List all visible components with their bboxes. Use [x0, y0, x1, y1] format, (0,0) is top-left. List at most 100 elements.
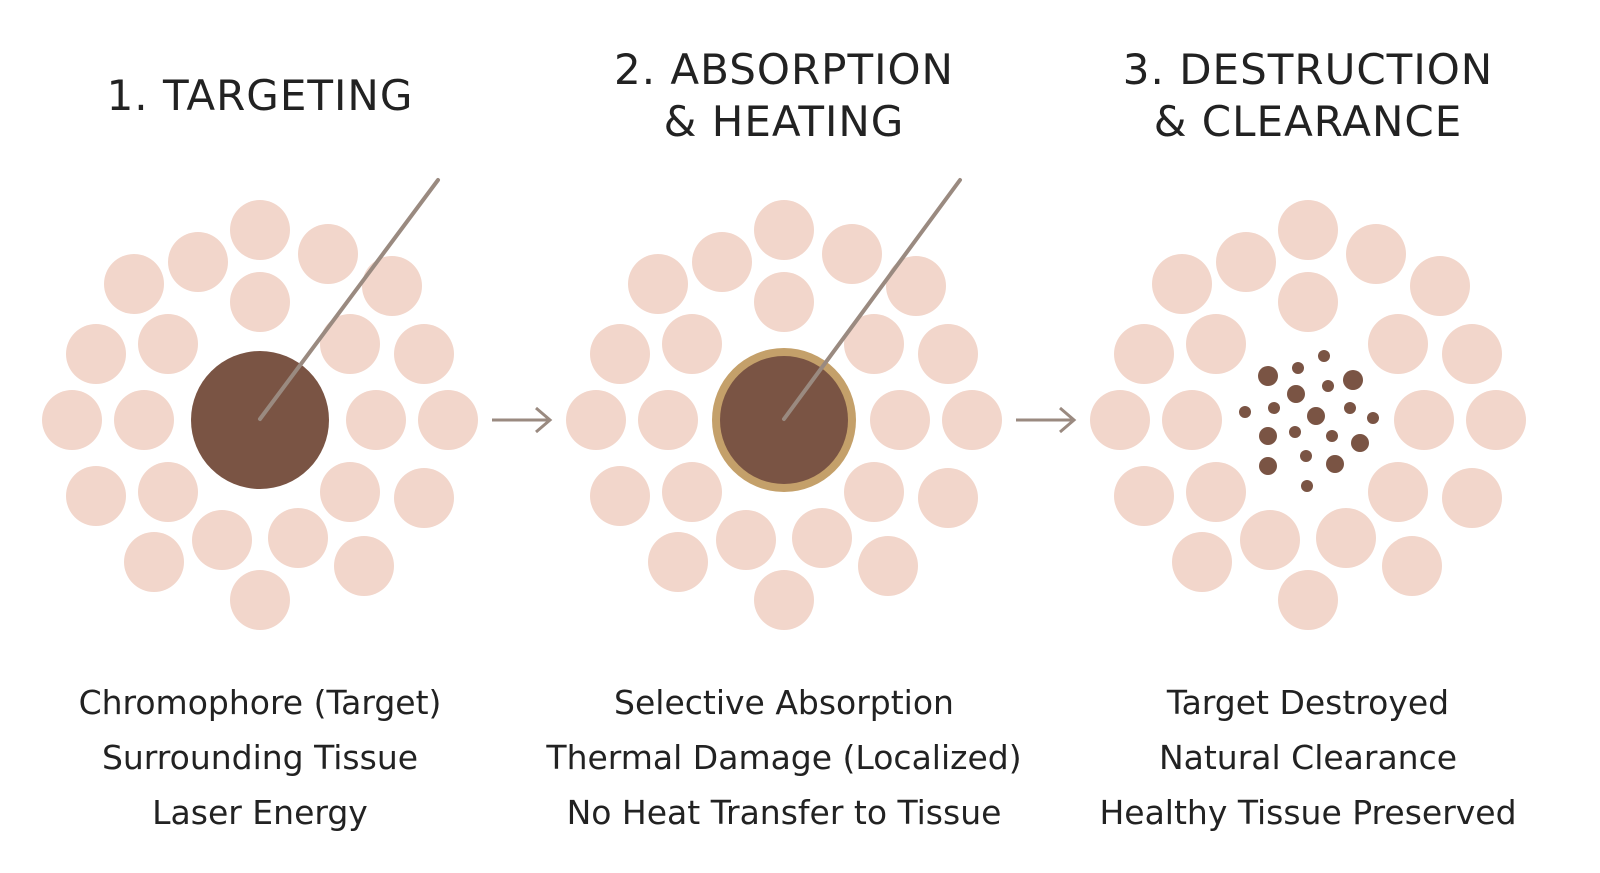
step-1-diagram — [42, 178, 478, 630]
step-1-tissue-cell — [362, 256, 422, 316]
step-3-title-line-1: 3. DESTRUCTION — [1122, 45, 1494, 94]
step-2-tissue-cell — [648, 532, 708, 592]
step-2-laser-beam — [782, 178, 962, 421]
step-2-tissue-cell — [918, 468, 978, 528]
arrow-1-icon — [492, 406, 553, 434]
step-3-target-fragment — [1344, 402, 1356, 414]
step-1-tissue-cell — [394, 468, 454, 528]
step-2-tissue-cell — [638, 390, 698, 450]
step-2-tissue-cell — [662, 462, 722, 522]
step-3-diagram — [1090, 200, 1526, 630]
step-2-title: 2. ABSORPTION & HEATING — [524, 44, 1044, 148]
step-3-target-fragment — [1351, 434, 1369, 452]
step-1-tissue-cell — [418, 390, 478, 450]
step-1-tissue-cell — [192, 510, 252, 570]
step-2-tissue-cell — [886, 256, 946, 316]
step-3-target-fragment — [1318, 350, 1330, 362]
step-2-tissue-cell — [858, 536, 918, 596]
step-2-tissue-cell — [792, 508, 852, 568]
step-3-target-fragment — [1300, 450, 1312, 462]
step-3-caption-line-2: Natural Clearance — [1158, 738, 1458, 777]
step-1-tissue-cell — [268, 508, 328, 568]
step-3-target-fragment — [1307, 407, 1325, 425]
step-1-caption-line-2: Surrounding Tissue — [101, 738, 419, 777]
step-3-tissue-cell — [1114, 466, 1174, 526]
step-2-title-line-2: & HEATING — [663, 97, 905, 146]
step-3-tissue-cell — [1114, 324, 1174, 384]
step-3-tissue-cell — [1442, 468, 1502, 528]
step-1-tissue-cell — [138, 314, 198, 374]
step-3-tissue-cell — [1368, 462, 1428, 522]
step-3-target-fragment — [1258, 366, 1278, 386]
step-2-diagram — [566, 178, 1002, 630]
step-2-tissue-cell — [754, 200, 814, 260]
step-1-tissue-cell — [168, 232, 228, 292]
step-2-tissue-cell — [628, 254, 688, 314]
step-1-tissue-cell — [230, 570, 290, 630]
step-1-tissue-cell — [320, 462, 380, 522]
step-2-tissue-cell — [918, 324, 978, 384]
step-3-tissue-cell — [1186, 314, 1246, 374]
step-3-target-fragment — [1259, 427, 1277, 445]
step-1-tissue-cell — [230, 272, 290, 332]
step-2-caption: Selective Absorption Thermal Damage (Loc… — [524, 675, 1044, 840]
step-2-tissue-cell — [662, 314, 722, 374]
step-1-tissue-cell — [298, 224, 358, 284]
step-2-tissue-cell — [566, 390, 626, 450]
step-3-target-fragment — [1367, 412, 1379, 424]
step-3-tissue-cell — [1216, 232, 1276, 292]
step-1-tissue-cell — [124, 532, 184, 592]
step-1-tissue-cell — [320, 314, 380, 374]
step-3-target-fragment — [1287, 385, 1305, 403]
step-2-tissue-cell — [822, 224, 882, 284]
step-3-tissue-cell — [1316, 508, 1376, 568]
step-1-title: 1. TARGETING — [0, 70, 520, 122]
step-3-tissue-cell — [1152, 254, 1212, 314]
step-3-tissue-cell — [1410, 256, 1470, 316]
step-1-tissue-cell — [66, 466, 126, 526]
step-1-panel: 1. TARGETING Chromophore (Target) Surrou… — [0, 0, 520, 873]
step-2-tissue-cell — [942, 390, 1002, 450]
step-1-tissue-cell — [42, 390, 102, 450]
step-3-target-fragment — [1259, 457, 1277, 475]
step-3-panel: 3. DESTRUCTION & CLEARANCE Target Destro… — [1048, 0, 1568, 873]
step-2-tissue-cell — [754, 272, 814, 332]
step-1-tissue-cell — [346, 390, 406, 450]
step-2-tissue-cell — [590, 466, 650, 526]
step-3-target-fragment — [1292, 362, 1304, 374]
step-1-tissue-cell — [394, 324, 454, 384]
step-3-tissue-cell — [1162, 390, 1222, 450]
step-3-target-fragment — [1268, 402, 1280, 414]
step-2-tissue-cell — [590, 324, 650, 384]
step-2-caption-line-3: No Heat Transfer to Tissue — [566, 793, 1002, 832]
step-1-tissue-cell — [138, 462, 198, 522]
step-3-tissue-cell — [1240, 510, 1300, 570]
step-3-tissue-cell — [1172, 532, 1232, 592]
step-2-tissue-cell — [844, 314, 904, 374]
arrow-2-icon — [1016, 406, 1077, 434]
step-3-caption-line-1: Target Destroyed — [1166, 683, 1450, 722]
step-2-tissue-cell — [870, 390, 930, 450]
step-1-caption-line-3: Laser Energy — [152, 793, 368, 832]
step-2-tissue-cell — [754, 570, 814, 630]
step-3-tissue-cell — [1394, 390, 1454, 450]
step-1-laser-beam — [258, 178, 440, 421]
step-1-tissue-cell — [230, 200, 290, 260]
step-1-tissue-cell — [66, 324, 126, 384]
step-3-target-fragment — [1326, 430, 1338, 442]
step-3-tissue-cell — [1186, 462, 1246, 522]
step-1-tissue-cell — [334, 536, 394, 596]
step-3-caption-line-3: Healthy Tissue Preserved — [1099, 793, 1517, 832]
step-2-title-line-1: 2. ABSORPTION — [614, 45, 954, 94]
step-1-title-line-1: 1. TARGETING — [106, 71, 414, 120]
step-1-caption-line-1: Chromophore (Target) — [78, 683, 442, 722]
step-3-tissue-cell — [1278, 272, 1338, 332]
step-3-tissue-cell — [1382, 536, 1442, 596]
step-2-caption-line-1: Selective Absorption — [614, 683, 954, 722]
step-3-tissue-cell — [1278, 200, 1338, 260]
step-1-tissue-cell — [114, 390, 174, 450]
step-3-tissue-cell — [1346, 224, 1406, 284]
step-1-caption: Chromophore (Target) Surrounding Tissue … — [0, 675, 520, 840]
step-2-tissue-cell — [716, 510, 776, 570]
step-3-title: 3. DESTRUCTION & CLEARANCE — [1048, 44, 1568, 148]
